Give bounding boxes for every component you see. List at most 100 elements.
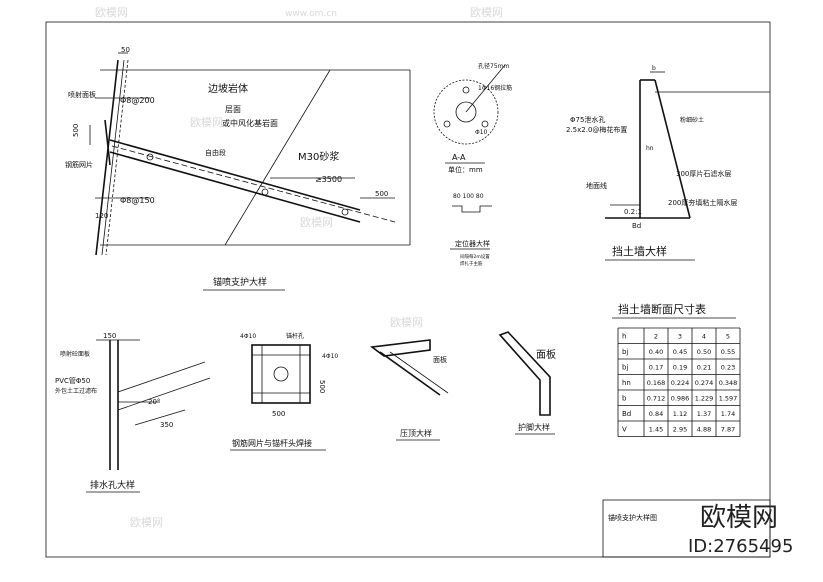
watermark-brand: 欧模网 [190,116,223,129]
foot-guard-face: 面板 [536,348,556,361]
table-cell: 0.348 [719,379,738,387]
wall-label-drain: Φ75泄水孔 [570,115,605,124]
table-cell: 1.12 [673,410,687,418]
dim-50: 50 [121,46,130,54]
table-row-label: bj [622,364,628,372]
drain-angle: 20° [148,398,160,406]
locator-dims: 80 100 80 [453,193,484,200]
label-layer2: 或中风化基岩面 [222,118,278,128]
table-cell: 0.168 [647,379,666,387]
mesh-label-hole: 锚杆孔 [286,332,304,340]
table-row-label: b [622,395,627,403]
section-aa: 孔径75mm 1Φ16钢拉筋 Φ10 A-A 单位：mm [433,62,512,174]
label-mortar: M30砂浆 [298,150,339,163]
section-aa-title: A-A [452,153,466,162]
footer-title: 锚喷支护大样图 [608,513,657,522]
table-cell: 0.40 [649,348,663,356]
wall-label-b: b [652,65,656,72]
anchor-detail: 50 喷射面板 Φ8@200 边坡岩体 层面 或中风化基岩面 500 自由段 M… [65,46,411,291]
table-cell: 1.45 [649,426,663,434]
watermark-brand: 欧模网 [95,6,128,19]
mesh-weld-title: 钢筋网片与锚杆头焊接 [232,438,312,448]
table-cell: 0.224 [671,379,690,387]
table-cell: 0.84 [649,410,663,418]
label-layer: 层面 [225,105,241,114]
dim-500: 500 [72,124,80,137]
drain-label-pvc: PVC管Φ50 [55,376,90,385]
wall-label-sand: 粉细砂土 [680,116,704,124]
watermark-brand: 欧模网 [470,6,503,19]
title-block [602,499,771,558]
table-cell: 0.986 [671,395,690,403]
drain-detail-title: 排水孔大样 [90,479,135,491]
locator-detail: 80 100 80 定位器大样 间隔每2m设置 焊扎于主筋 [450,193,492,267]
label-bar-200: Φ8@200 [120,96,155,105]
table-cell: 0.21 [697,364,711,372]
watermark-brand: 欧模网 [300,216,333,229]
table-row-label: bj [622,348,628,356]
dim-120: 120 [95,212,108,220]
label-hole-diam: 孔径75mm [478,62,509,70]
watermark-id: ID:2765495 [688,536,793,557]
table-cell: 2.95 [673,426,687,434]
table-cell: 0.712 [647,395,666,403]
mesh-label-bar2: 4Φ10 [322,353,338,360]
sheet-border [45,21,771,558]
dim-500b: 500 [375,190,388,198]
foot-guard-title: 护脚大样 [518,422,550,432]
watermark-layer: 欧模网 欧模网 欧模网 欧模网 欧模网 欧模网 www.om.cn 欧模网 ID… [95,6,793,557]
table-cell: 0.274 [695,379,714,387]
label-free-section: 自由段 [205,148,226,157]
wall-label-drain-layout: 2.5x2.0@梅花布置 [566,125,627,134]
table-cell: 0.45 [673,348,687,356]
drain-label-spray: 喷射砼面板 [60,350,90,358]
top-press-title: 压顶大样 [400,428,432,438]
wall-label-slope: 0.2:1 [624,208,642,216]
mesh-label-bar: 4Φ10 [240,333,256,340]
table-cell: 7.87 [721,426,735,434]
table-header-cell: 5 [726,333,730,341]
table-row-label: Bd [622,410,631,418]
mesh-dim-h: 500 [318,380,326,393]
label-bar-150: Φ8@150 [120,196,155,205]
watermark-brand-large: 欧模网 [700,503,778,533]
label-rock: 边坡岩体 [208,82,248,95]
top-press-detail: 面板 压顶大样 [369,339,449,441]
table-cell: 0.23 [721,364,735,372]
watermark-brand: 欧模网 [130,516,163,529]
table-cell: 0.19 [673,364,687,372]
table-cell: 1.74 [721,410,735,418]
wall-label-clay: 200厚夯填粘土隔水层 [668,198,737,207]
watermark-site: www.om.cn [285,9,337,19]
retaining-wall-title: 挡土墙大样 [612,244,667,258]
locator-note1: 间隔每2m设置 [460,253,490,260]
table-header-cell: 4 [702,333,706,341]
table-cell: 1.597 [719,395,738,403]
table-header-h: h [622,333,626,341]
mesh-dim-w: 500 [272,410,285,418]
table-row-label: hn [622,379,631,387]
label-mesh: 钢筋网片 [65,160,93,169]
table-cell: 0.17 [649,364,663,372]
table-row-label: V [622,426,627,434]
table-header-cell: 3 [678,333,682,341]
table-cell: 1.229 [695,395,714,403]
drain-label-filter: 外包土工过滤布 [55,387,97,395]
top-press-face: 面板 [433,355,447,364]
drain-dim-350: 350 [160,421,173,429]
table-cell: 0.50 [697,348,711,356]
watermark-brand: 欧模网 [390,316,423,329]
mesh-weld-detail: 4Φ10 锚杆孔 4Φ10 500 500 钢筋网片与锚杆头焊接 [230,332,338,451]
label-spray-face: 喷射面板 [68,90,96,99]
table-cell: 0.55 [721,348,735,356]
drain-dim-150: 150 [103,332,116,340]
wall-label-bd: Bd [632,222,641,230]
label-unit: 单位：mm [448,165,483,174]
label-phi10: Φ10 [475,129,488,136]
locator-title: 定位器大样 [455,239,490,248]
drain-hole-detail: 150 喷射砼面板 PVC管Φ50 外包土工过滤布 20° 350 排水孔大样 [55,332,211,493]
table-cell: 1.37 [697,410,711,418]
wall-label-hn: hn [646,145,654,152]
